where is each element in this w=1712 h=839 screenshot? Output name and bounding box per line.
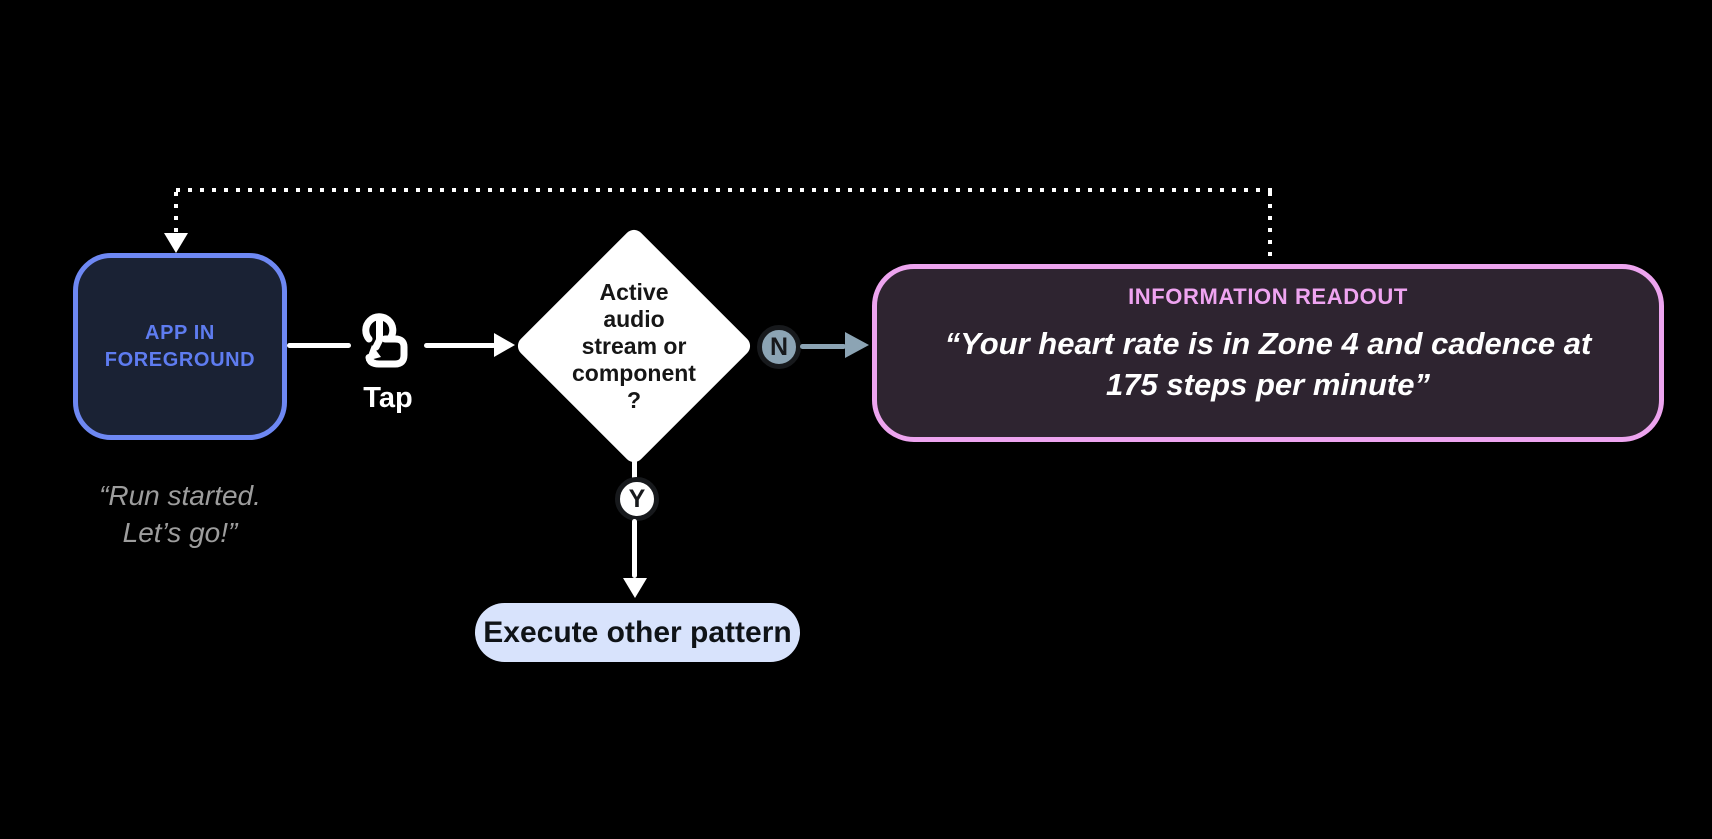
readout-body: “Your heart rate is in Zone 4 and cadenc… xyxy=(877,323,1659,405)
connector-tap-to-decision xyxy=(424,343,496,348)
arrowhead-into-pill xyxy=(623,578,647,598)
feedback-arrowhead-into-app-node xyxy=(164,233,188,253)
arrowhead-into-readout xyxy=(845,332,869,358)
decision-label-line4: component xyxy=(572,360,696,386)
connector-yes-to-pill xyxy=(632,519,637,578)
readout-body-line2: 175 steps per minute” xyxy=(1106,367,1430,402)
app-in-foreground-node: APP IN FOREGROUND xyxy=(73,253,287,440)
connector-no-to-readout xyxy=(800,344,846,349)
app-node-label-line2: FOREGROUND xyxy=(104,348,256,371)
yes-branch-badge: Y xyxy=(615,477,659,521)
no-branch-badge: N xyxy=(757,325,801,369)
decision-label-line3: stream or xyxy=(581,333,687,359)
app-node-label-line1: APP IN xyxy=(145,321,215,344)
yes-badge-letter: Y xyxy=(628,484,646,513)
app-caption-line2: Let’s go!” xyxy=(122,517,238,548)
decision-label-line1: Active xyxy=(599,279,669,305)
readout-title: INFORMATION READOUT xyxy=(1128,284,1408,309)
readout-body-line1: “Your heart rate is in Zone 4 and cadenc… xyxy=(944,326,1592,361)
tap-gesture-icon xyxy=(352,310,416,374)
decision-label-line5: ? xyxy=(626,387,642,413)
connector-decision-to-yes xyxy=(632,459,637,481)
connector-app-to-tap xyxy=(287,343,351,348)
app-node-caption: “Run started. Let’s go!” xyxy=(30,477,330,551)
pill-label: Execute other pattern xyxy=(483,615,792,649)
feedback-loop-dotted-line-right-vertical xyxy=(1268,192,1272,260)
no-badge-letter: N xyxy=(769,332,789,361)
execute-other-pattern-node: Execute other pattern xyxy=(475,603,800,662)
decision-label-line2: audio xyxy=(603,306,665,332)
app-caption-line1: “Run started. xyxy=(99,480,261,511)
feedback-loop-dotted-line-horizontal xyxy=(176,188,1272,192)
feedback-loop-dotted-line-left-vertical xyxy=(174,192,178,232)
information-readout-node: INFORMATION READOUT “Your heart rate is … xyxy=(872,264,1664,442)
arrowhead-into-decision xyxy=(494,333,515,357)
tap-label: Tap xyxy=(363,382,413,414)
decision-label: Active audio stream or component ? xyxy=(524,279,744,414)
